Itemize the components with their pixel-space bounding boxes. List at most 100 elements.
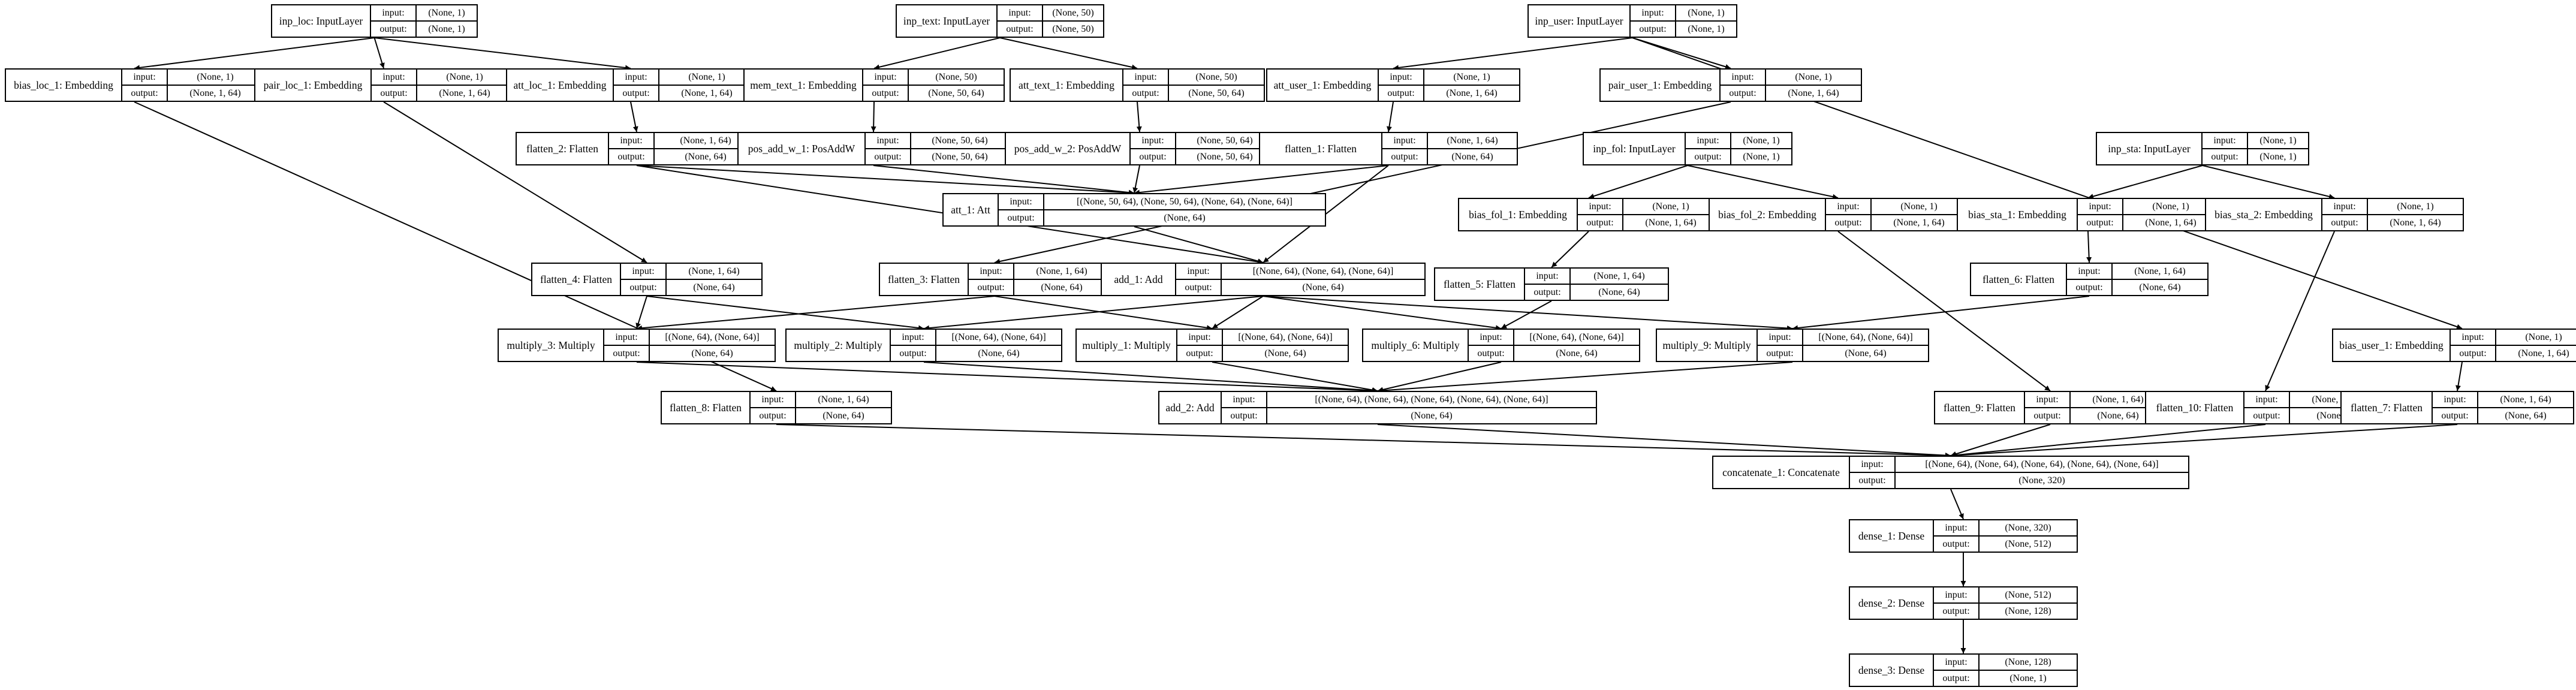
- output-shape: (None, 50, 64): [1197, 151, 1253, 162]
- edge-inp-sta-to-bias-sta-1: [2087, 165, 2203, 199]
- edge-add-1-to-multiply-9: [1263, 296, 1793, 331]
- input-label: input:: [1934, 520, 1980, 535]
- input-row: input:(None, 1): [1686, 133, 1791, 148]
- output-label: output:: [1686, 149, 1731, 164]
- input-row: input:(None, 1, 64): [969, 264, 1109, 279]
- edge-pos-add-w-1-to-att-1: [873, 165, 1135, 195]
- layer-name: multiply_2: Multiply: [787, 330, 891, 361]
- layer-io-table: input:(None, 1)output:(None, 1, 64): [614, 70, 754, 101]
- output-label: output:: [1850, 473, 1896, 488]
- edge-att-1-to-add-1: [1134, 226, 1264, 264]
- output-row: output:(None, 512): [1934, 535, 2077, 552]
- output-row: output:(None, 50, 64): [1131, 148, 1273, 164]
- output-label: output:: [891, 346, 936, 361]
- layer-io-table: input:(None, 1)output:(None, 1, 64): [2322, 199, 2463, 230]
- edge-add-2-to-concatenate-1: [1377, 424, 1951, 459]
- output-shape: (None, 64): [693, 282, 735, 293]
- output-row: output:(None, 128): [1934, 602, 2077, 619]
- output-shape: (None, 64): [1845, 348, 1887, 358]
- output-shape: (None, 50, 64): [932, 151, 988, 162]
- layer-io-table: input:[(None, 64), (None, 64)]output:(No…: [604, 330, 775, 361]
- layer-io-table: input:(None, 1)output: (None, 1): [1686, 133, 1791, 164]
- input-shape: [(None, 64), (None, 64)]: [951, 332, 1046, 342]
- edge-inp-loc-to-att-loc-1: [374, 37, 631, 71]
- input-label: input:: [2433, 392, 2478, 407]
- output-shape: (None, 64): [2139, 282, 2181, 293]
- output-label: output:: [751, 408, 796, 423]
- input-shape: (None, 1): [2152, 201, 2189, 212]
- output-row: output:(None, 64): [609, 148, 757, 164]
- output-shape: (None, 50, 64): [928, 88, 984, 98]
- output-shape: (None, 1): [1743, 151, 1780, 162]
- input-row: input:(None, 1): [2322, 199, 2463, 214]
- output-label: output:: [2433, 408, 2478, 423]
- edge-multiply-2-to-add-2: [923, 361, 1378, 393]
- output-shape: (None, 1): [428, 23, 465, 34]
- output-shape: (None, 64): [2097, 410, 2139, 421]
- input-shape: (None, 1): [197, 71, 234, 82]
- edge-inp-loc-to-pair-loc-1: [373, 37, 385, 69]
- input-shape: (None, 1, 64): [2134, 266, 2186, 276]
- input-label: input:: [2067, 264, 2113, 279]
- edge-inp-text-to-att-text-1: [999, 37, 1138, 70]
- input-row: input:(None, 320): [1934, 520, 2077, 535]
- output-shape: (None, 50): [1052, 23, 1094, 34]
- input-row: input:[(None, 50, 64), (None, 50, 64), (…: [999, 194, 1325, 209]
- input-shape: (None, 1, 64): [2500, 394, 2551, 405]
- layer-name: flatten_2: Flatten: [517, 133, 609, 164]
- input-row: input:[(None, 64), (None, 64)]: [1469, 330, 1639, 345]
- layer-io-table: input:[(None, 64), (None, 64), (None, 64…: [1176, 264, 1424, 295]
- input-shape: (None, 50): [935, 71, 977, 82]
- input-shape: [(None, 64), (None, 64)]: [1529, 332, 1624, 342]
- layer-name: pos_add_w_1: PosAddW: [739, 133, 866, 164]
- layer-name: inp_text: InputLayer: [897, 5, 998, 37]
- layer-io-table: input:(None, 50)output:(None, 50, 64): [863, 70, 1004, 101]
- layer-io-table: input:(None, 50)output:(None, 50, 64): [1123, 70, 1264, 101]
- output-row: output:(None, 1, 64): [122, 85, 263, 101]
- output-shape: (None, 64): [978, 348, 1020, 358]
- layer-io-table: input:(None, 320)output:(None, 512): [1934, 520, 2077, 552]
- layer-name: multiply_3: Multiply: [499, 330, 604, 361]
- edge-inp-text-to-mem-text-1: [873, 37, 1001, 70]
